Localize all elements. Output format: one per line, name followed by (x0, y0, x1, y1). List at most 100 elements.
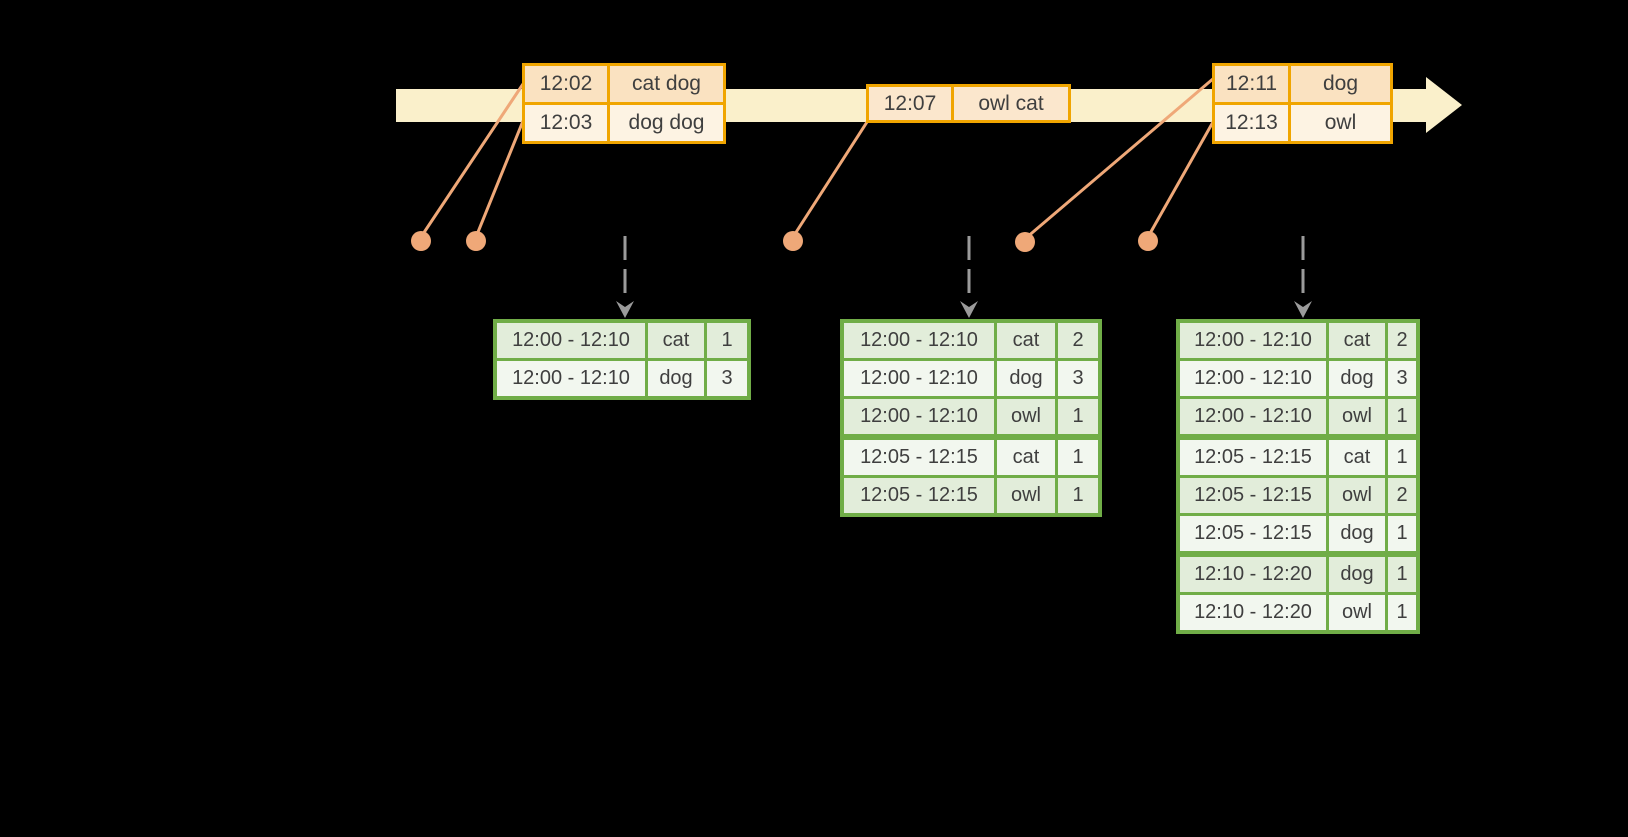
event-dot (1138, 231, 1158, 251)
word-cell: dog (1329, 516, 1385, 551)
connector-lines (419, 76, 1215, 240)
window-cell: 12:00 - 12:10 (1180, 399, 1326, 434)
table-row: 12:10 - 12:20 owl 1 (1180, 595, 1416, 630)
word-cell: cat (997, 440, 1055, 475)
count-cell: 3 (707, 361, 747, 396)
word-cell: owl (997, 478, 1055, 513)
word-cell: dog (1329, 557, 1385, 592)
word-cell: dog (997, 361, 1055, 396)
window-cell: 12:00 - 12:10 (497, 323, 645, 358)
count-cell: 1 (1388, 516, 1416, 551)
event-table: 12:02 cat dog 12:03 dog dog (522, 63, 726, 144)
window-cell: 12:00 - 12:10 (844, 399, 994, 434)
count-cell: 1 (707, 323, 747, 358)
trigger-arrows (616, 236, 1312, 318)
table-row: 12:11 dog (1215, 66, 1390, 102)
table-row: 12:00 - 12:10 cat 1 (497, 323, 747, 358)
result-table: 12:00 - 12:10 cat 1 12:00 - 12:10 dog 3 (493, 319, 751, 400)
word-cell: cat (1329, 440, 1385, 475)
words-cell: owl (1291, 105, 1390, 141)
window-cell: 12:10 - 12:20 (1180, 595, 1326, 630)
window-cell: 12:00 - 12:10 (844, 323, 994, 358)
trigger-arrow (1294, 236, 1312, 318)
window-cell: 12:00 - 12:10 (497, 361, 645, 396)
window-cell: 12:00 - 12:10 (1180, 361, 1326, 396)
table-row: 12:07 owl cat (869, 87, 1068, 120)
table-row: 12:00 - 12:10 dog 3 (1180, 361, 1416, 396)
window-cell: 12:05 - 12:15 (844, 478, 994, 513)
trigger-arrowhead (616, 301, 634, 318)
count-cell: 1 (1388, 440, 1416, 475)
event-table: 12:11 dog 12:13 owl (1212, 63, 1393, 144)
table-row: 12:05 - 12:15 dog 1 (1180, 516, 1416, 551)
time-cell: 12:07 (869, 87, 951, 120)
time-cell: 12:02 (525, 66, 607, 102)
window-cell: 12:00 - 12:10 (1180, 323, 1326, 358)
event-table: 12:07 owl cat (866, 84, 1071, 123)
count-cell: 2 (1388, 323, 1416, 358)
connector-line (791, 121, 869, 238)
word-cell: owl (1329, 478, 1385, 513)
event-dots (411, 231, 1158, 252)
count-cell: 3 (1388, 361, 1416, 396)
connector-line (474, 120, 525, 238)
count-cell: 1 (1388, 399, 1416, 434)
words-cell: owl cat (954, 87, 1068, 120)
window-cell: 12:00 - 12:10 (844, 361, 994, 396)
table-row: 12:13 owl (1215, 105, 1390, 141)
table-row: 12:03 dog dog (525, 105, 723, 141)
words-cell: dog (1291, 66, 1390, 102)
window-cell: 12:05 - 12:15 (1180, 478, 1326, 513)
trigger-arrow (960, 236, 978, 318)
count-cell: 2 (1058, 323, 1098, 358)
event-dot (1015, 232, 1035, 252)
count-cell: 1 (1388, 557, 1416, 592)
word-cell: cat (648, 323, 704, 358)
table-row: 12:05 - 12:15 cat 1 (844, 440, 1098, 475)
trigger-arrow (616, 236, 634, 318)
table-row: 12:05 - 12:15 owl 2 (1180, 478, 1416, 513)
time-cell: 12:11 (1215, 66, 1288, 102)
count-cell: 2 (1388, 478, 1416, 513)
table-row: 12:00 - 12:10 dog 3 (497, 361, 747, 396)
words-cell: cat dog (610, 66, 723, 102)
timeline-arrowhead (1426, 77, 1462, 133)
result-table: 12:00 - 12:10 cat 2 12:00 - 12:10 dog 3 … (840, 319, 1102, 517)
result-table: 12:00 - 12:10 cat 2 12:00 - 12:10 dog 3 … (1176, 319, 1420, 634)
event-dot (783, 231, 803, 251)
word-cell: cat (997, 323, 1055, 358)
event-dot (466, 231, 486, 251)
window-cell: 12:10 - 12:20 (1180, 557, 1326, 592)
window-cell: 12:05 - 12:15 (1180, 516, 1326, 551)
count-cell: 3 (1058, 361, 1098, 396)
word-cell: owl (1329, 399, 1385, 434)
word-cell: owl (1329, 595, 1385, 630)
count-cell: 1 (1388, 595, 1416, 630)
words-cell: dog dog (610, 105, 723, 141)
table-row: 12:10 - 12:20 dog 1 (1180, 557, 1416, 592)
count-cell: 1 (1058, 440, 1098, 475)
table-row: 12:00 - 12:10 owl 1 (844, 399, 1098, 434)
count-cell: 1 (1058, 478, 1098, 513)
word-cell: dog (1329, 361, 1385, 396)
window-cell: 12:05 - 12:15 (1180, 440, 1326, 475)
trigger-arrowhead (1294, 301, 1312, 318)
time-cell: 12:03 (525, 105, 607, 141)
connector-line (1025, 76, 1215, 240)
trigger-arrowhead (960, 301, 978, 318)
count-cell: 1 (1058, 399, 1098, 434)
table-row: 12:00 - 12:10 dog 3 (844, 361, 1098, 396)
window-cell: 12:05 - 12:15 (844, 440, 994, 475)
table-row: 12:00 - 12:10 cat 2 (1180, 323, 1416, 358)
word-cell: cat (1329, 323, 1385, 358)
table-row: 12:05 - 12:15 owl 1 (844, 478, 1098, 513)
table-row: 12:02 cat dog (525, 66, 723, 102)
word-cell: dog (648, 361, 704, 396)
table-row: 12:00 - 12:10 cat 2 (844, 323, 1098, 358)
table-row: 12:05 - 12:15 cat 1 (1180, 440, 1416, 475)
table-row: 12:00 - 12:10 owl 1 (1180, 399, 1416, 434)
event-dot (411, 231, 431, 251)
connector-line (419, 83, 525, 238)
word-cell: owl (997, 399, 1055, 434)
connector-line (1146, 121, 1215, 238)
